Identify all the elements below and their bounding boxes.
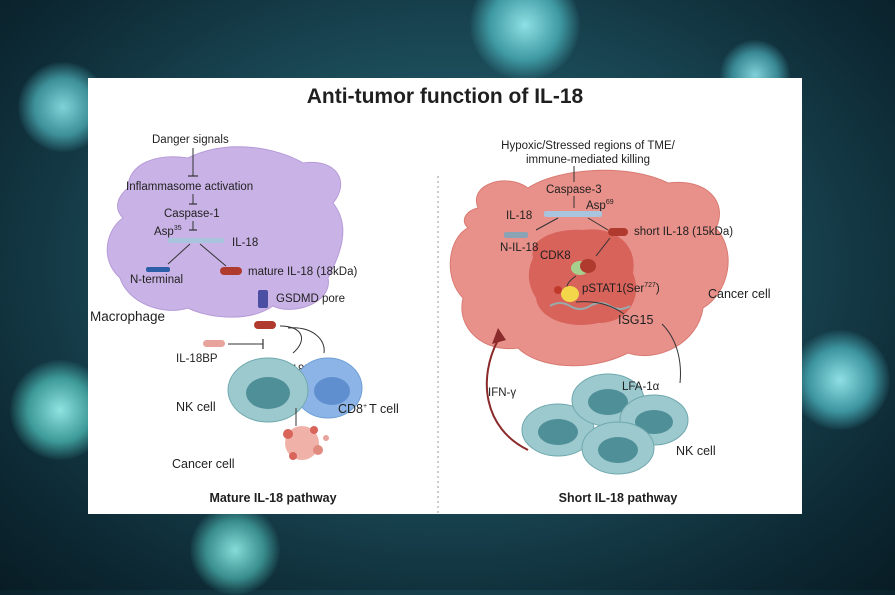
hypoxic-label-line1: Hypoxic/Stressed regions of TME/ [501,140,675,152]
short-il18-protein [608,228,628,236]
asp35-label: Asp35 [154,225,182,238]
released-il18 [254,321,276,329]
pstat1-protein [561,286,579,302]
il18bp-label: IL-18BP [176,353,218,365]
short-pathway-footer: Short IL-18 pathway [559,491,678,505]
il18-label: IL-18 [232,237,258,249]
nk-cell-nucleus [246,377,290,409]
il18-precursor [168,238,224,243]
nk-cell-nucleus [635,410,673,434]
il18-precursor [544,211,602,217]
macrophage-label: Macrophage [90,309,165,324]
background-virus-icon [790,330,890,430]
danger-signals-label: Danger signals [152,134,229,146]
hypoxic-label-line2: immune-mediated killing [526,154,650,166]
apoptotic-body [289,452,297,460]
short-il18-label: short IL-18 (15kDa) [634,226,733,238]
short-il18-bound [580,259,596,273]
mature-il18-panel: Danger signals Inflammasome activation C… [90,134,399,505]
cancer-cell-nucleus [528,229,637,326]
arrow-line [535,217,559,231]
ifn-gamma-label: IFN-γ [488,387,516,399]
cdk8-label: CDK8 [540,250,571,262]
cancer-cell-label-right: Cancer cell [708,287,771,301]
mature-il18-label: mature IL-18 (18kDa) [248,266,357,278]
arrow-line [587,217,609,231]
mature-il18-protein [220,267,242,275]
nk-cell-label: NK cell [176,400,216,414]
ifn-feedback-arrow [485,339,529,451]
n-il18-label: N-IL-18 [500,242,538,254]
il18-label-right: IL-18 [506,210,532,222]
lfa1-label: LFA-1α [622,381,660,393]
apoptotic-cancer-cell [285,426,319,460]
arrow-head [492,328,506,344]
apoptotic-body [313,445,323,455]
asp69-label: Asp69 [586,199,614,212]
short-il18-panel: Hypoxic/Stressed regions of TME/ immune-… [449,140,771,505]
caspase3-label: Caspase-3 [546,184,602,196]
caspase1-label: Caspase-1 [164,208,220,220]
apoptotic-body [310,426,318,434]
cd8-t-cell-label: CD8+T cell [338,402,399,416]
isg15-label: ISG15 [618,313,653,327]
il18bp-protein [203,340,225,347]
macrophage-cell [106,146,344,318]
arrow-line [167,243,191,265]
apoptotic-body [283,429,293,439]
nk-cell-nucleus [598,437,638,463]
n-terminal-fragment [146,267,170,272]
arrow-line [595,237,611,257]
nk-cell-nucleus [538,419,578,445]
t-cell-nucleus [314,377,350,405]
background-virus-icon [470,0,580,80]
gsdmd-label: GSDMD pore [276,293,345,305]
pstat1-label: pSTAT1(Ser727) [582,282,660,295]
mature-pathway-footer: Mature IL-18 pathway [209,491,336,505]
arrow-line [661,323,681,384]
gsdmd-pore [258,290,268,308]
arrow-line [575,301,625,315]
inflammasome-label: Inflammasome activation [126,181,253,193]
background-virus-icon [190,505,280,595]
arrow-line [199,243,227,267]
arrow-line [287,327,325,354]
diagram-card: Anti-tumor function of IL-18 Danger sign… [88,78,802,514]
cancer-cell-label: Cancer cell [172,457,235,471]
diagram-title: Anti-tumor function of IL-18 [307,85,584,108]
arrow-line [279,325,303,354]
n-il18-fragment [504,232,528,238]
nk-cell-label-right: NK cell [676,444,716,458]
nk-cell-nucleus [588,389,628,415]
phospho-site [554,286,562,294]
apoptotic-body [323,435,329,441]
n-terminal-label: N-terminal [130,274,183,286]
